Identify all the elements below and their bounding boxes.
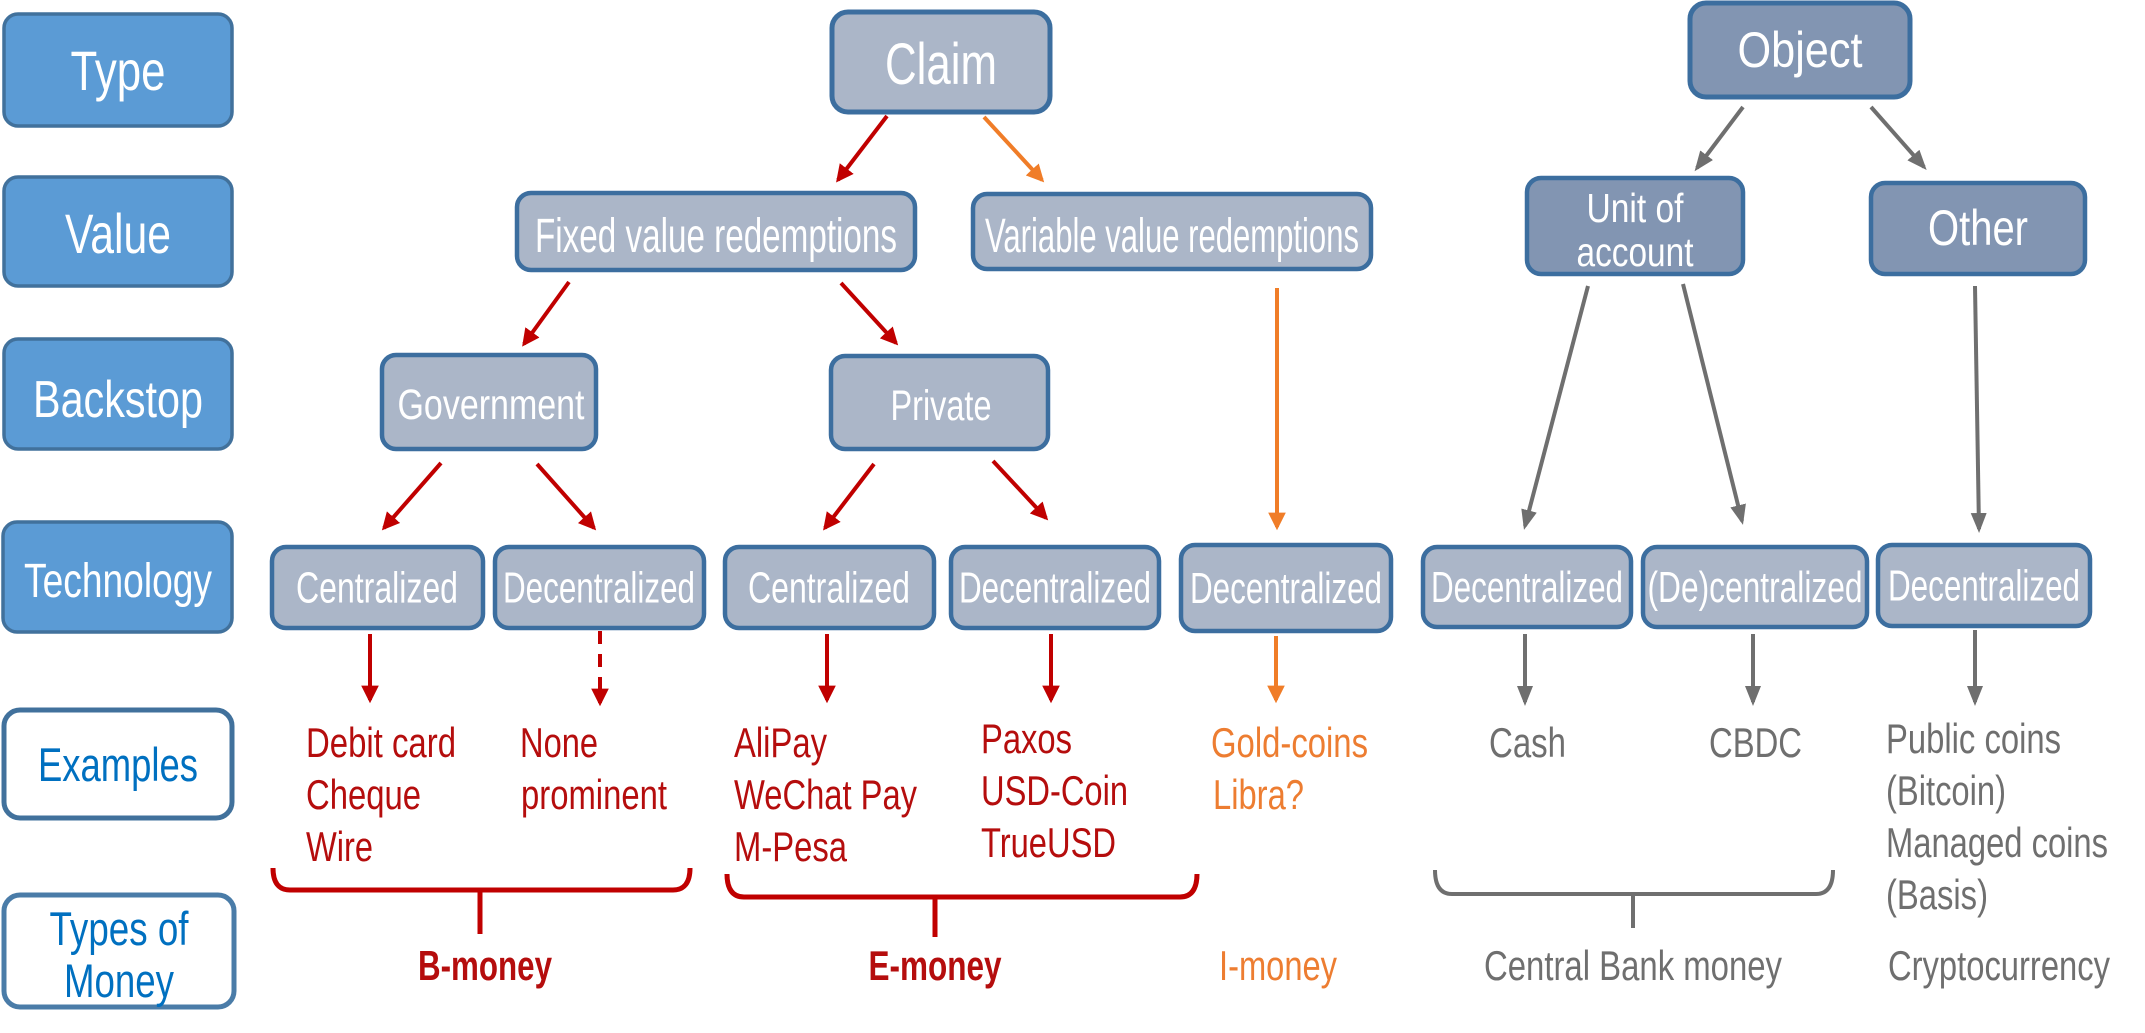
svg-text:Decentralized: Decentralized — [1190, 564, 1382, 613]
svg-text:(De)centralized: (De)centralized — [1648, 563, 1863, 612]
svg-text:(Bitcoin): (Bitcoin) — [1886, 767, 2006, 814]
svg-text:TrueUSD: TrueUSD — [981, 819, 1116, 866]
svg-text:Examples: Examples — [38, 738, 198, 791]
svg-text:Money: Money — [64, 954, 174, 1007]
svg-text:Object: Object — [1738, 22, 1863, 78]
svg-text:CBDC: CBDC — [1709, 719, 1802, 766]
svg-text:Variable value redemptions: Variable value redemptions — [985, 210, 1359, 263]
svg-text:AliPay: AliPay — [734, 719, 827, 766]
svg-text:Central Bank money: Central Bank money — [1484, 942, 1782, 989]
svg-text:Type: Type — [71, 39, 166, 102]
svg-text:Technology: Technology — [24, 555, 212, 608]
svg-text:None: None — [520, 719, 598, 766]
svg-text:Cash: Cash — [1489, 719, 1566, 766]
svg-text:Types of: Types of — [50, 902, 190, 955]
svg-text:Public coins: Public coins — [1886, 715, 2061, 762]
svg-text:E-money: E-money — [869, 942, 1002, 989]
svg-text:Decentralized: Decentralized — [1888, 562, 2080, 611]
svg-text:Unit of: Unit of — [1587, 185, 1684, 231]
svg-text:Decentralized: Decentralized — [503, 564, 695, 613]
svg-text:Backstop: Backstop — [33, 371, 203, 429]
svg-text:Government: Government — [398, 381, 585, 429]
svg-text:Decentralized: Decentralized — [1431, 563, 1623, 612]
svg-text:Other: Other — [1928, 200, 2028, 256]
svg-text:Managed coins: Managed coins — [1886, 819, 2108, 866]
svg-text:M-Pesa: M-Pesa — [734, 823, 848, 870]
svg-text:Cryptocurrency: Cryptocurrency — [1888, 942, 2110, 989]
svg-text:Gold-coins: Gold-coins — [1211, 719, 1368, 766]
svg-text:Decentralized: Decentralized — [959, 564, 1151, 613]
svg-text:Centralized: Centralized — [296, 564, 458, 613]
svg-text:Claim: Claim — [885, 32, 997, 97]
svg-text:B-money: B-money — [418, 942, 552, 989]
svg-text:Value: Value — [65, 202, 171, 265]
svg-text:Cheque: Cheque — [306, 771, 421, 818]
svg-text:prominent: prominent — [521, 771, 667, 818]
svg-text:Paxos: Paxos — [981, 715, 1072, 762]
svg-text:Fixed value redemptions: Fixed value redemptions — [535, 210, 897, 263]
svg-text:(Basis): (Basis) — [1886, 871, 1988, 918]
svg-text:Wire: Wire — [306, 823, 373, 870]
svg-text:Debit card: Debit card — [306, 719, 456, 766]
svg-text:I-money: I-money — [1219, 942, 1337, 989]
svg-text:Libra?: Libra? — [1213, 771, 1304, 818]
svg-text:USD-Coin: USD-Coin — [981, 767, 1128, 814]
svg-text:Centralized: Centralized — [748, 564, 910, 613]
svg-text:WeChat Pay: WeChat Pay — [734, 771, 917, 818]
svg-text:account: account — [1577, 229, 1694, 275]
svg-text:Private: Private — [891, 382, 992, 430]
